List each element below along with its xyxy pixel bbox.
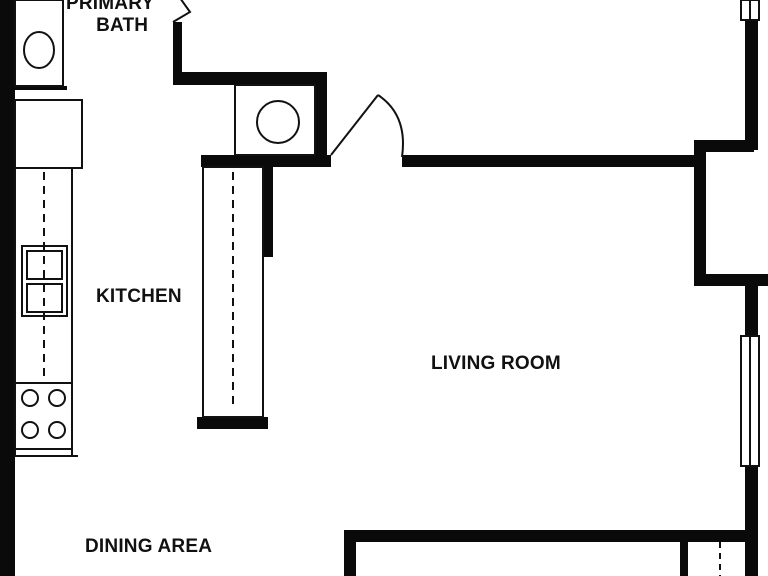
wall-hall-top	[173, 72, 326, 85]
wall-bottom-small	[680, 542, 688, 576]
wall-closet-right	[315, 72, 327, 165]
room-label-living-room: LIVING ROOM	[431, 353, 561, 374]
burner-3	[21, 421, 39, 439]
bath-sink	[23, 31, 55, 69]
kitchen-sink-left	[26, 250, 63, 280]
wall-right-mid	[745, 286, 758, 336]
wall-bottom-vertical	[344, 530, 356, 576]
room-label-dining-area: DINING AREA	[85, 536, 213, 557]
kitchen-range	[14, 382, 73, 450]
wall-living-top	[402, 155, 702, 167]
wall-bath-right	[173, 22, 182, 75]
burner-1	[21, 389, 39, 407]
wall-bump-top	[694, 140, 754, 152]
wall-right-lower	[745, 466, 758, 576]
kitchen-counter-block	[14, 99, 83, 169]
bath-vanity	[14, 0, 64, 87]
entry-door-arc	[377, 94, 404, 158]
room-label-primary-bath-line2: BATH	[96, 15, 149, 36]
wall-bath-bottom	[15, 86, 67, 90]
water-heater	[256, 100, 300, 144]
wall-bottom-horizontal	[344, 530, 754, 542]
fixtures	[14, 0, 760, 576]
wall-kitchen-stub	[263, 165, 273, 257]
kitchen-island-cap	[197, 417, 268, 429]
entry-door-leaf	[330, 94, 379, 156]
room-label-primary-bath: PRIMARY BATH	[66, 0, 154, 37]
kitchen-island	[202, 166, 264, 418]
room-label-kitchen: KITCHEN	[96, 286, 182, 307]
wall-bump-left	[694, 140, 706, 286]
burner-2	[48, 389, 66, 407]
bath-door-swing	[172, 0, 192, 23]
room-label-primary-bath-line1: PRIMARY	[66, 0, 155, 14]
wall-kitchen-top	[201, 155, 331, 167]
wall-bump-bottom	[694, 274, 768, 286]
water-heater-closet	[234, 84, 316, 156]
wall-right-upper	[745, 20, 758, 150]
kitchen-sink	[21, 245, 68, 317]
wall-left-outer	[0, 0, 15, 576]
kitchen-sink-right	[26, 283, 63, 313]
burner-4	[48, 421, 66, 439]
